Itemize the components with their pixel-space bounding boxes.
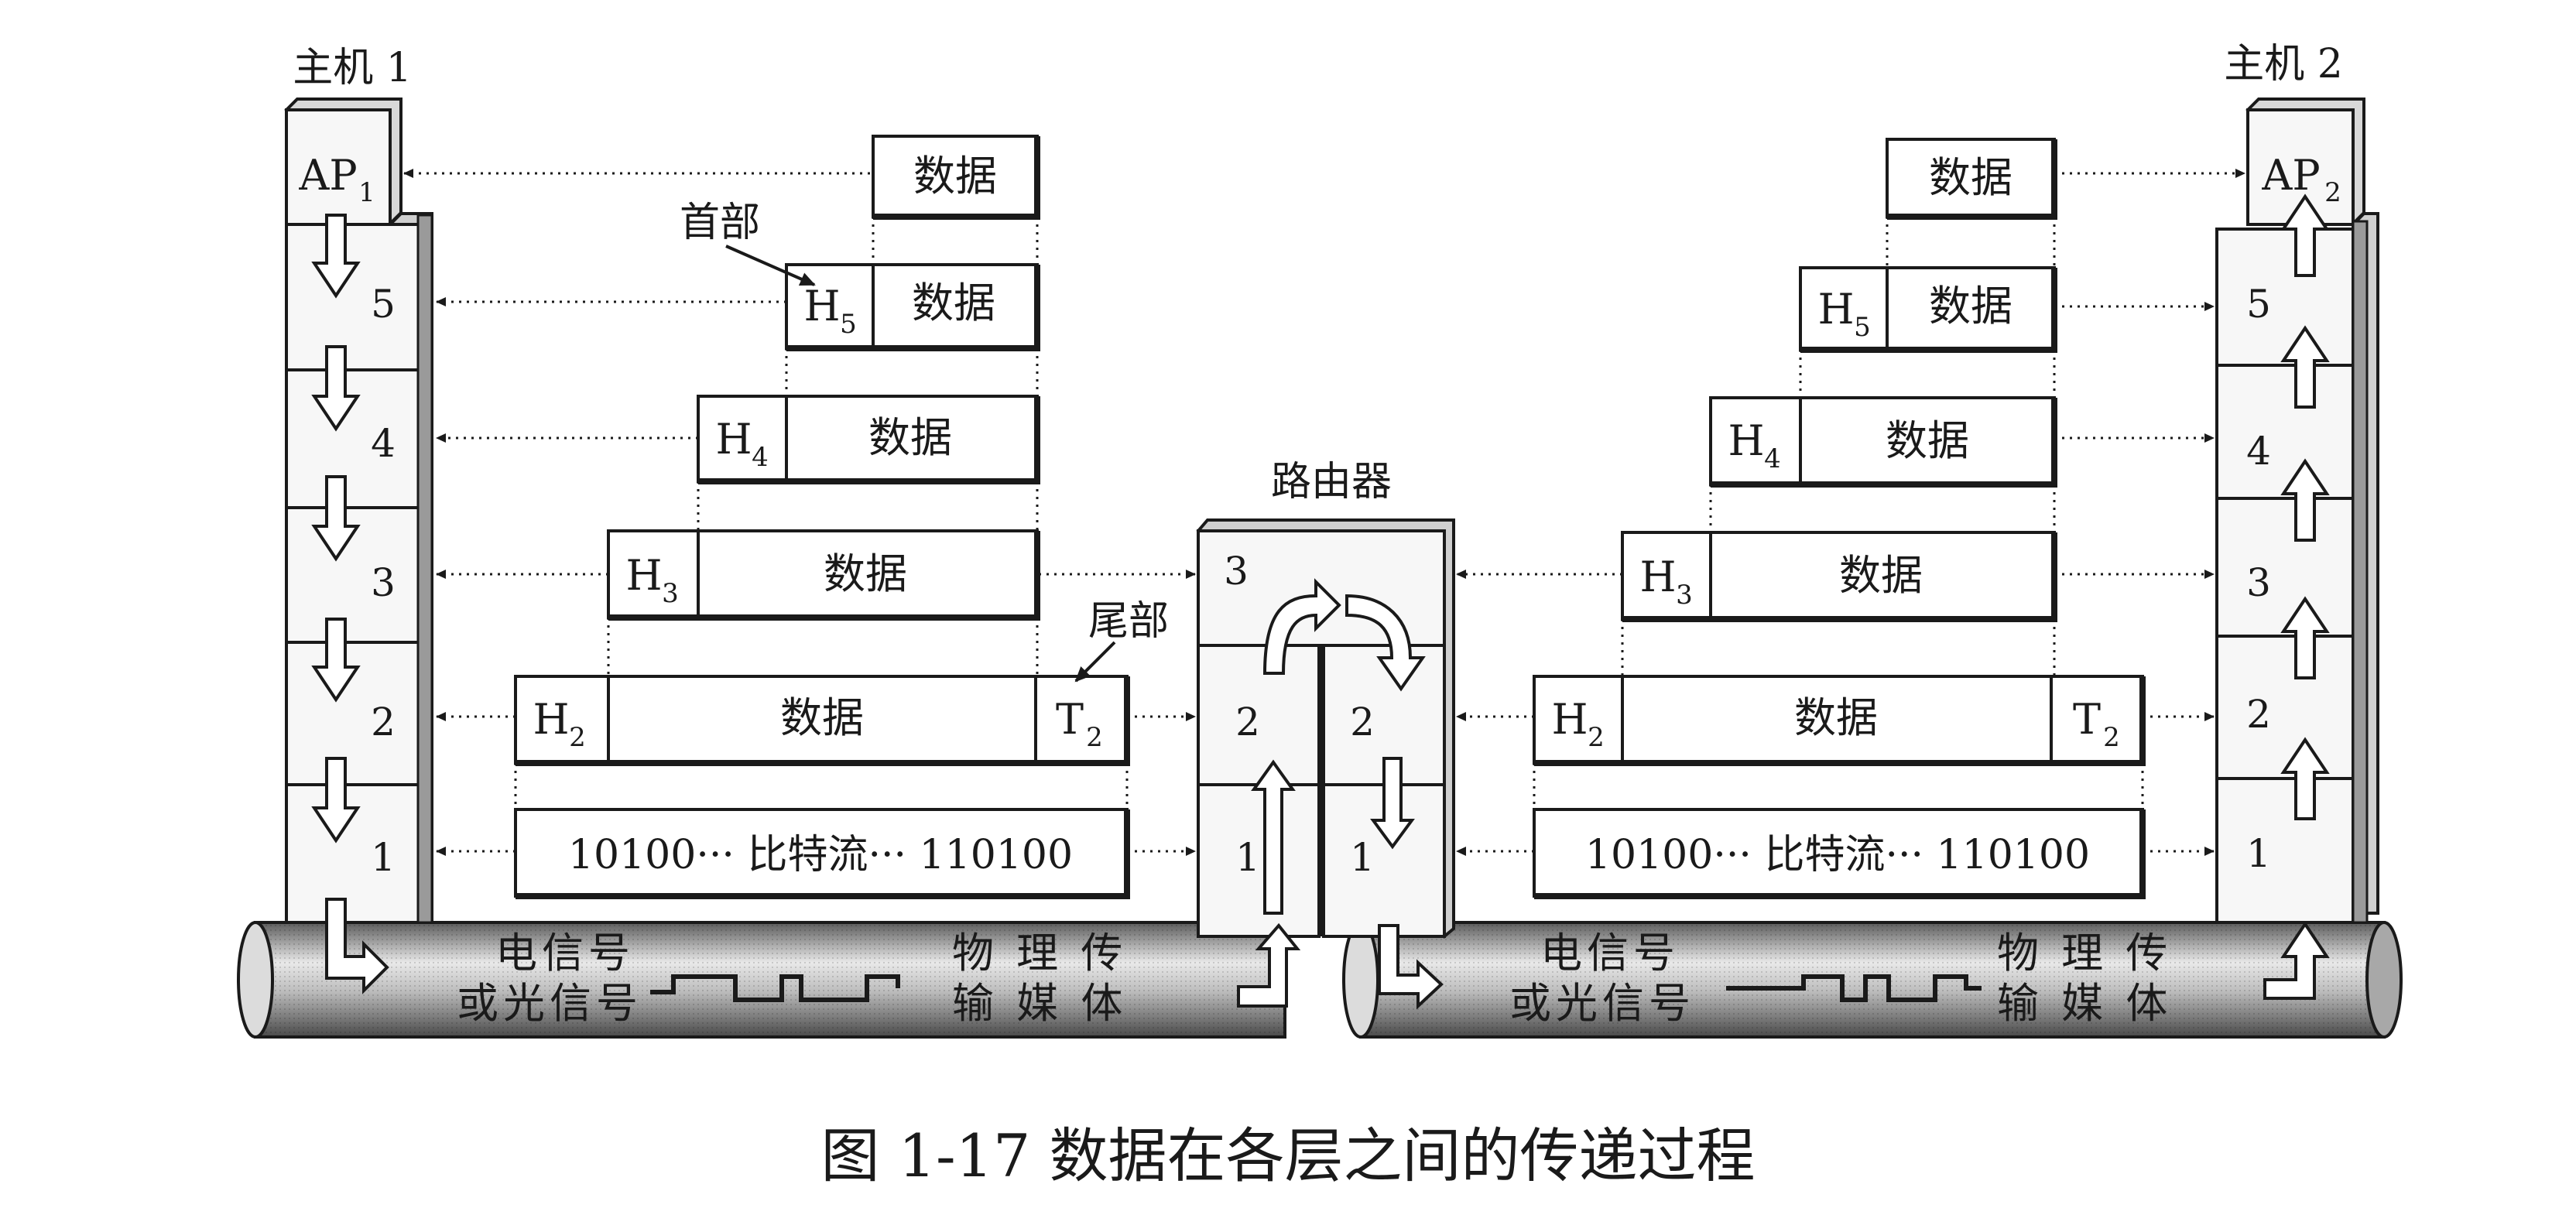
signal-waveform-right <box>1726 974 1982 1002</box>
pdu-boxes-left <box>514 135 1130 899</box>
left-l3-header-sub: 3 <box>662 578 679 609</box>
media-label-left-2: 输 媒 体 <box>952 979 1127 1028</box>
host2-layer-5: 5 <box>2246 282 2271 327</box>
right-l3-data: 数据 <box>1839 551 1923 600</box>
left-l2-data: 数据 <box>780 693 864 742</box>
host1-layer-3: 3 <box>371 560 396 605</box>
transmission-medium-left <box>237 921 1286 1039</box>
host2-stack <box>2215 98 2379 924</box>
media-label-left-1: 物 理 传 <box>952 929 1127 977</box>
signal-label-right-2: 或光信号 <box>1509 979 1695 1028</box>
left-l2-trailer-sub: 2 <box>1086 722 1103 753</box>
left-ap-data: 数据 <box>913 152 997 200</box>
left-l4-header-sub: 4 <box>752 442 769 473</box>
right-l5-data: 数据 <box>1929 282 2012 330</box>
router-label: 路由器 <box>1271 459 1392 505</box>
router-layer-1-left: 1 <box>1235 835 1260 880</box>
right-l2-data: 数据 <box>1794 693 1878 742</box>
host2-up-arrows <box>2263 193 2330 1000</box>
host1-app-sub: 1 <box>358 177 375 208</box>
host1-app-label: AP <box>298 151 357 200</box>
host2-layer-3: 3 <box>2246 560 2271 605</box>
right-l2-trailer: T <box>2073 695 2101 744</box>
right-l4-data: 数据 <box>1886 416 1969 465</box>
host2-app-sub: 2 <box>2324 177 2341 208</box>
left-l3-header: H <box>625 551 662 600</box>
host1-down-arrows <box>311 214 389 994</box>
right-l4-header: H <box>1728 416 1764 465</box>
media-label-right-2: 输 媒 体 <box>1997 979 2172 1028</box>
left-bitstream: 10100··· 比特流··· 110100 <box>568 832 1073 878</box>
figure-caption: 图 1-17 数据在各层之间的传递过程 <box>820 1121 1756 1190</box>
host2-layer-2: 2 <box>2246 692 2271 737</box>
trailer-callout: 尾部 <box>1088 598 1169 645</box>
right-bitstream: 10100··· 比特流··· 110100 <box>1585 832 2090 878</box>
pdu-boxes-right <box>1533 138 2146 899</box>
host2-layer-4: 4 <box>2246 429 2271 474</box>
left-l5-data: 数据 <box>912 279 995 327</box>
left-l4-data: 数据 <box>868 413 952 462</box>
peer-lines <box>403 169 2245 856</box>
host2-layer-1: 1 <box>2246 831 2271 876</box>
host2-label: 主机 2 <box>2224 41 2343 87</box>
host2-app-label: AP <box>2261 151 2320 200</box>
right-l3-header: H <box>1639 553 1676 601</box>
right-l4-header-sub: 4 <box>1764 443 1781 474</box>
right-l5-header: H <box>1817 285 1854 334</box>
signal-label-left-2: 或光信号 <box>457 979 642 1028</box>
host1-layer-2: 2 <box>371 700 396 744</box>
right-l5-header-sub: 5 <box>1854 312 1871 343</box>
header-callout: 首部 <box>680 200 760 246</box>
left-l2-header: H <box>533 695 569 744</box>
host1-label: 主机 1 <box>293 45 412 91</box>
router-layer-1-right: 1 <box>1350 835 1375 880</box>
signal-waveform-left <box>650 974 900 1002</box>
router-layer-2-left: 2 <box>1235 700 1260 744</box>
host1-layer-5: 5 <box>371 282 396 327</box>
left-l4-header: H <box>715 415 752 464</box>
right-l2-header: H <box>1551 695 1588 744</box>
right-l2-header-sub: 2 <box>1588 722 1605 753</box>
media-label-right-1: 物 理 传 <box>1997 929 2172 977</box>
left-l5-header-sub: 5 <box>840 309 857 340</box>
router-layer-3: 3 <box>1224 549 1249 594</box>
right-l3-header-sub: 3 <box>1676 580 1693 611</box>
left-l2-trailer: T <box>1056 695 1084 744</box>
trailer-callout-arrow <box>1074 641 1116 683</box>
right-ap-data: 数据 <box>1929 153 2012 202</box>
left-l3-data: 数据 <box>824 549 907 598</box>
right-l2-trailer-sub: 2 <box>2103 722 2120 753</box>
router-arrows <box>1237 578 1444 1010</box>
host1-stack <box>284 98 433 924</box>
transmission-medium-right <box>1342 921 2403 1039</box>
signal-label-right-1: 电信号 <box>1540 929 1680 977</box>
header-callout-arrow <box>725 245 816 286</box>
signal-label-left-1: 电信号 <box>495 929 635 977</box>
router-layer-2-right: 2 <box>1350 700 1375 744</box>
host1-layer-1: 1 <box>371 835 396 880</box>
left-l2-header-sub: 2 <box>569 722 586 753</box>
host1-layer-4: 4 <box>371 421 396 466</box>
left-l5-header: H <box>803 282 840 330</box>
